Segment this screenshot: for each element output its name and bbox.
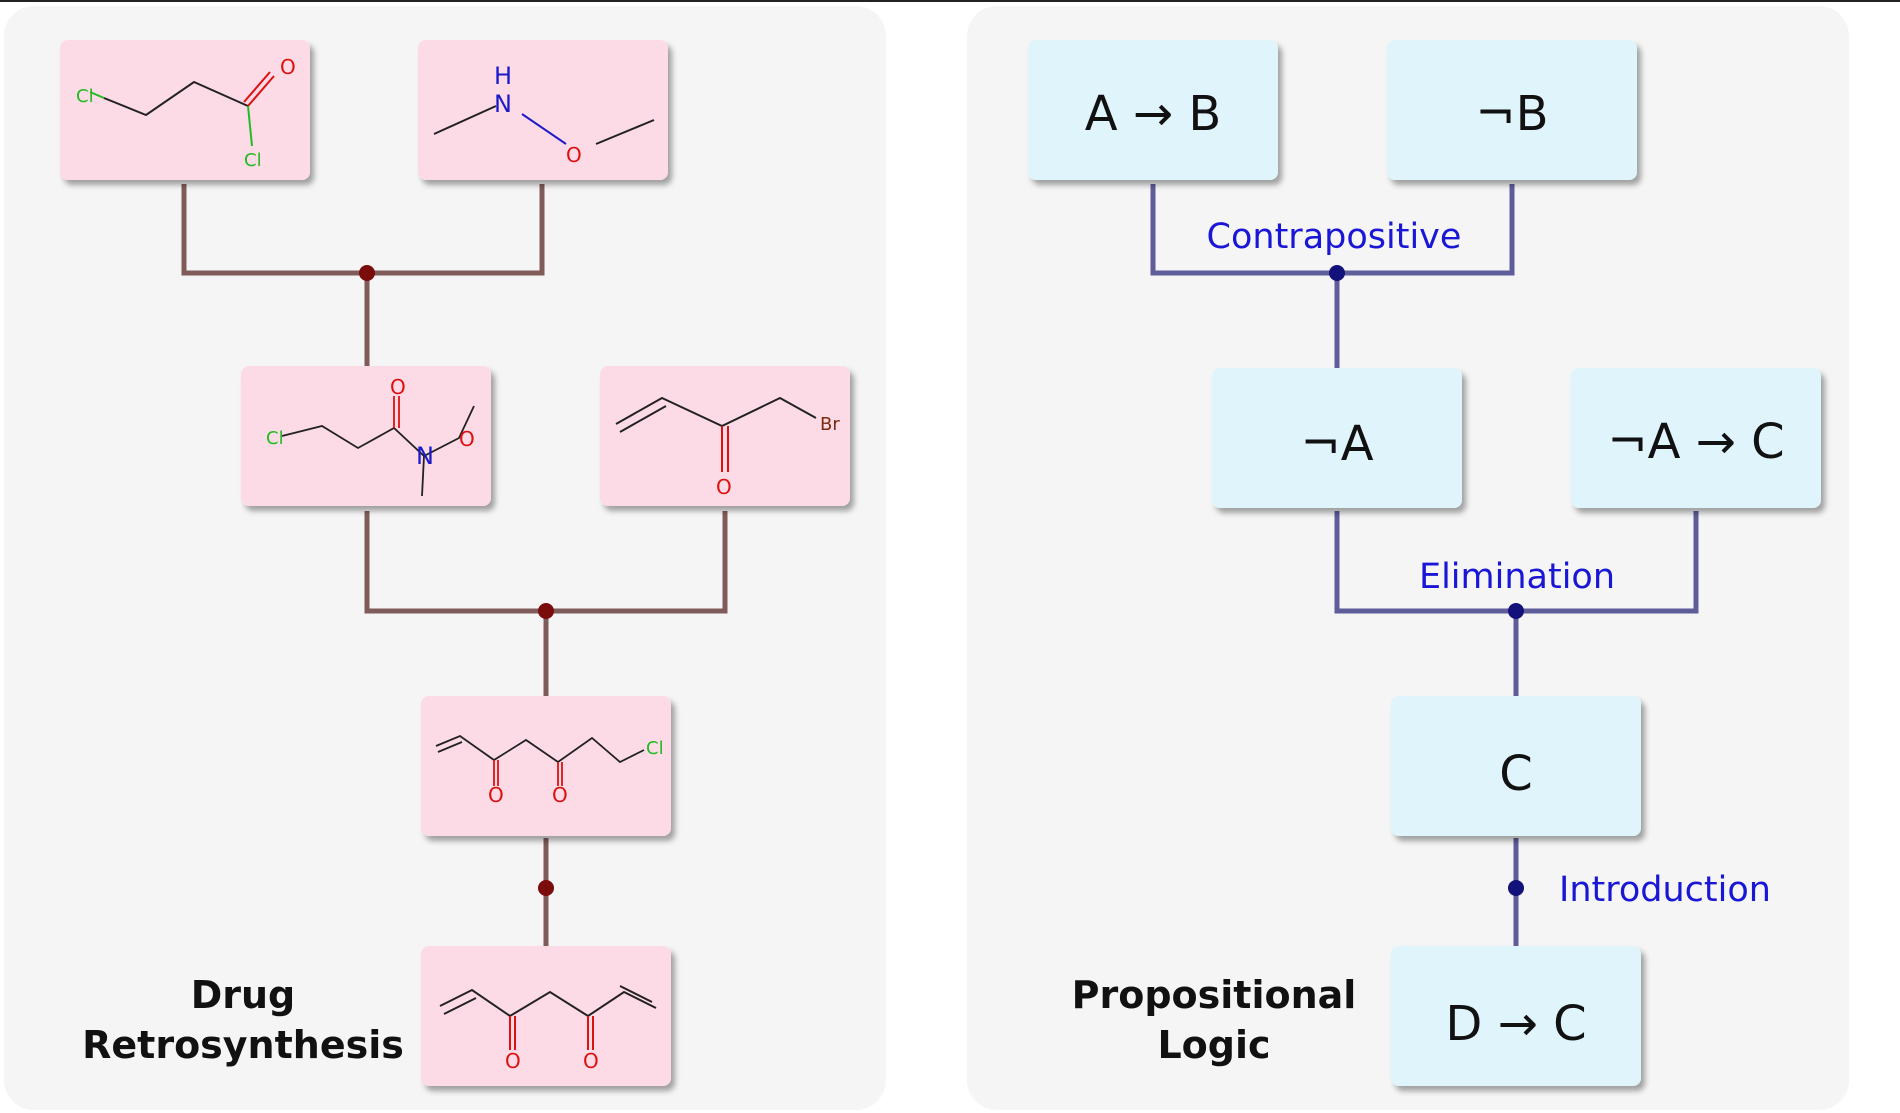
proof-node-a-implies-b: A → B: [1028, 40, 1278, 180]
junction-dot-2: [538, 603, 554, 619]
atom-label: Cl: [266, 428, 284, 449]
proof-node-not-a-implies-c: ¬A → C: [1571, 368, 1821, 508]
atom-label: Cl: [646, 738, 664, 759]
proof-node-not-a: ¬A: [1212, 368, 1462, 508]
panel-title-line2: Retrosynthesis: [82, 1023, 404, 1067]
junction-dot-1: [1329, 265, 1345, 281]
atom-label: O: [583, 1049, 599, 1073]
node-label: D → C: [1445, 996, 1586, 1052]
atom-label: N: [494, 90, 512, 118]
atom-label: H: [494, 62, 512, 90]
atom-label: O: [505, 1049, 521, 1073]
atom-label: N: [416, 442, 434, 470]
molecule-node-divinyl-diketone: O O: [421, 946, 671, 1086]
node-label: ¬A: [1300, 416, 1373, 472]
proof-node-not-b: ¬B: [1387, 40, 1637, 180]
panel-title-line1: Propositional: [1072, 973, 1357, 1017]
panel-title-line2: Logic: [1157, 1023, 1270, 1067]
retrosynthesis-panel: Cl O Cl H N O Cl O: [4, 6, 886, 1110]
node-label: ¬B: [1475, 86, 1548, 142]
molecule-node-acyl-chloride: Cl O Cl: [60, 40, 310, 180]
retrosynthesis-diagram: Cl O Cl H N O Cl O: [60, 40, 850, 1086]
atom-label: O: [459, 427, 475, 451]
atom-label: O: [552, 783, 568, 807]
junction-dot-3: [1508, 880, 1524, 896]
node-label: A → B: [1085, 86, 1222, 142]
junction-dot-1: [359, 265, 375, 281]
atom-label: O: [390, 375, 406, 399]
rule-introduction: Introduction: [1559, 870, 1771, 910]
panel-title-line1: Drug: [191, 973, 296, 1017]
atom-label: Cl: [76, 86, 94, 107]
atom-label: O: [280, 55, 296, 79]
atom-label: Cl: [244, 150, 262, 171]
atom-label: O: [488, 783, 504, 807]
propositional-logic-panel: Contrapositive Elimination Introduction …: [967, 6, 1849, 1110]
proof-diagram: Contrapositive Elimination Introduction …: [1028, 40, 1821, 1086]
proof-node-c: C: [1391, 696, 1641, 836]
node-label: ¬A → C: [1607, 414, 1784, 470]
molecule-node-weinreb-amide: Cl O N O: [241, 366, 491, 506]
atom-label: Br: [820, 414, 840, 435]
rule-elimination: Elimination: [1419, 557, 1615, 597]
atom-label: O: [716, 475, 732, 499]
junction-dot-2: [1508, 603, 1524, 619]
top-border-line: [0, 0, 1900, 2]
molecule-node-chlorodiketone: O O Cl: [421, 696, 671, 836]
molecule-node-bromoketone: Br O: [600, 366, 850, 506]
proof-node-d-implies-c: D → C: [1391, 946, 1641, 1086]
proof-junctions: [1329, 265, 1524, 896]
node-label: C: [1499, 746, 1533, 802]
molecule-node-methoxyamine: H N O: [418, 40, 668, 180]
rule-contrapositive: Contrapositive: [1207, 217, 1462, 257]
atom-label: O: [566, 143, 582, 167]
retro-junctions: [359, 265, 554, 896]
junction-dot-3: [538, 880, 554, 896]
